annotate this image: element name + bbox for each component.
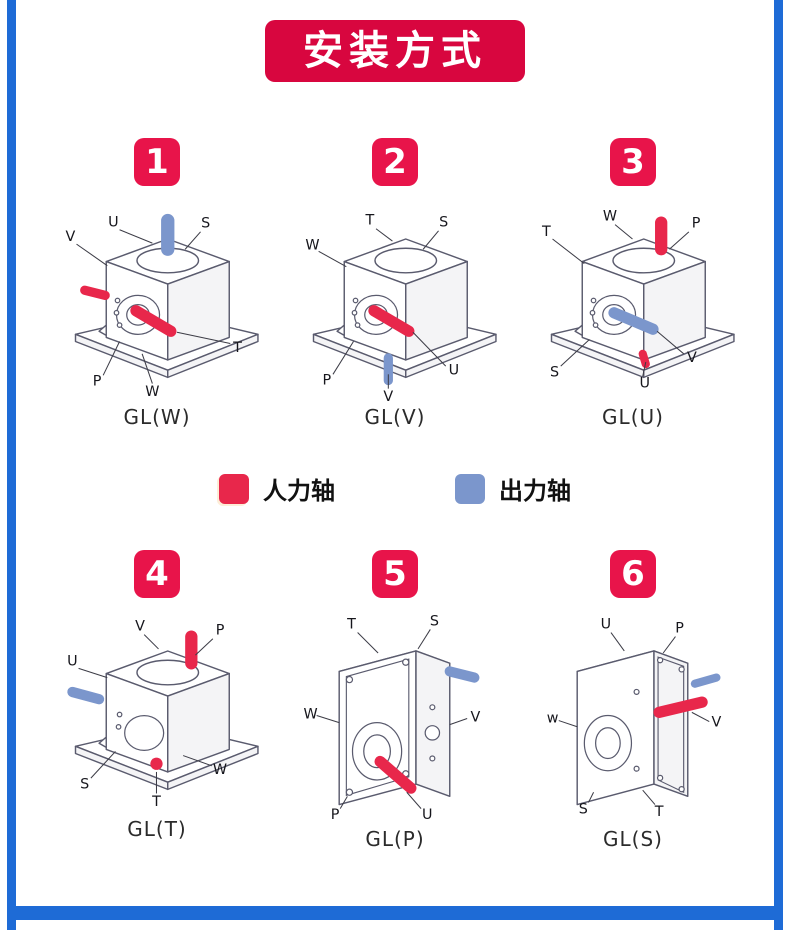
diagram-4-caption: GL(T) [127,817,187,841]
legend: 人力轴 出力轴 [16,471,774,506]
shaft-label: S [439,215,448,231]
shaft-label: T [232,340,242,356]
gearbox-drawing-5: T S W V P U [303,613,480,823]
shaft-label: T [653,804,663,820]
input-shaft-label: 人力轴 [263,477,335,505]
diagram-6: 6 [514,550,752,851]
shaft-label: V [383,389,393,403]
diagram-1-caption: GL(W) [123,405,191,429]
diagram-1: 1 [38,138,276,429]
shaft-label: U [108,215,119,231]
shaft-label: V [711,715,721,731]
diagram-2: 2 [276,138,514,429]
shaft-label: U [448,362,459,378]
diagram-row-2: 4 [16,550,774,851]
shaft-label: P [92,374,101,390]
shaft-label: T [364,213,374,229]
shaft-label: U [67,653,78,669]
shaft-label: S [578,802,587,818]
diagram-1-number: 1 [134,138,180,186]
shafts [652,673,721,719]
shaft-label: U [600,616,611,632]
gearbox-body [337,650,450,806]
diagram-2-number: 2 [372,138,418,186]
gearbox-body [550,238,735,379]
shaft-label: U [421,807,432,823]
shaft-label: P [691,216,700,232]
shaft-label: P [675,621,684,637]
labels: T S W V P U [303,613,480,823]
shaft-label: W [212,762,226,778]
left-border [7,0,16,930]
shaft-label: P [215,623,224,639]
diagram-6-caption: GL(S) [603,827,663,851]
diagram-4: 4 [38,550,276,851]
labels: U V P S T W [67,619,227,810]
shafts [79,213,176,337]
diagram-5: 5 [276,550,514,851]
gearbox-body [74,650,259,791]
output-shaft-label: 出力轴 [499,477,571,505]
gearbox-body [74,238,259,379]
gearbox-body [575,650,688,806]
shaft-label: w [546,711,558,727]
gearbox-drawing-1: V U S T W P [65,213,259,400]
shaft-label: V [687,350,697,366]
shaft-label: U [639,376,650,392]
diagram-row-1: 1 [16,138,774,429]
gearbox-drawing-3: T W P S U V [540,209,735,392]
diagram-4-number: 4 [134,550,180,598]
labels: T W P S U V [540,209,700,392]
shaft-label: T [151,794,161,810]
gearbox-drawing-2: W T S P V U [305,213,497,403]
shaft-label: W [303,707,317,723]
diagram-5-caption: GL(P) [365,827,425,851]
gearbox-drawing-6: U P w V S T [546,616,721,819]
legend-input-shaft: 人力轴 [219,471,335,506]
shaft-label: V [135,619,145,635]
input-shaft-swatch [219,473,249,504]
gearbox-body [312,238,497,379]
content: 安装方式 1 [16,0,774,930]
diagram-3: 3 [514,138,752,429]
shaft-label: T [540,224,550,240]
labels: W T S P V U [305,213,459,403]
shaft-label: V [470,710,480,726]
shaft-label: W [602,209,616,225]
shaft-label: P [330,807,339,823]
shaft-label: W [305,237,319,253]
bottom-bar [7,906,783,920]
shaft-label: S [550,364,559,380]
shaft-label: S [80,776,89,792]
labels: V U S T W P [65,215,242,400]
shaft-label: S [429,613,438,629]
diagram-3-caption: GL(U) [602,405,664,429]
diagram-5-number: 5 [372,550,418,598]
shaft-label: W [145,384,159,400]
diagram-2-caption: GL(V) [364,405,426,429]
shaft-label: S [201,216,210,232]
shafts [66,630,197,770]
shaft-label: V [65,229,75,245]
right-border [774,0,783,930]
gearbox-drawing-4: U V P S T W [66,619,259,810]
labels: U P w V S T [546,616,721,819]
output-shaft-swatch [455,473,485,504]
diagram-6-number: 6 [610,550,656,598]
diagram-3-number: 3 [610,138,656,186]
shafts [374,666,479,794]
shaft-label: T [346,616,356,632]
page-title: 安装方式 [265,20,525,82]
legend-output-shaft: 出力轴 [455,471,571,506]
shaft-label: P [322,373,331,389]
